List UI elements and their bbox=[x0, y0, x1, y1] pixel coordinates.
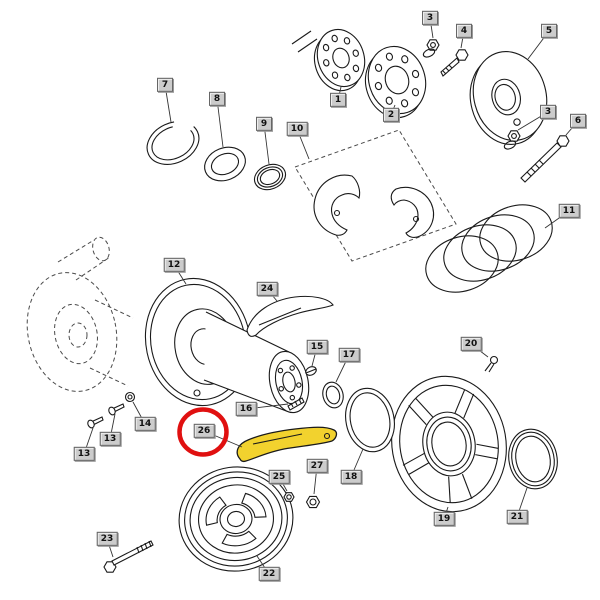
part-label-24[interactable]: 24 bbox=[256, 281, 278, 297]
part-label-9[interactable]: 9 bbox=[256, 116, 272, 132]
part-3-nut-lower bbox=[503, 130, 521, 150]
part-9-ring bbox=[253, 163, 287, 191]
part-1-flange-disc bbox=[313, 28, 366, 92]
part-20-clip bbox=[484, 355, 499, 373]
part-label-6[interactable]: 6 bbox=[570, 113, 586, 129]
part-label-15[interactable]: 15 bbox=[306, 339, 328, 355]
part-label-23[interactable]: 23 bbox=[96, 531, 118, 547]
part-7-snap-ring bbox=[146, 121, 200, 165]
part-label-18[interactable]: 18 bbox=[340, 469, 362, 485]
part-label-5[interactable]: 5 bbox=[541, 23, 557, 39]
part-label-22[interactable]: 22 bbox=[258, 566, 280, 582]
part-14-washer bbox=[124, 391, 136, 403]
part-label-13b[interactable]: 13 bbox=[99, 431, 121, 447]
part-13-screws bbox=[87, 403, 125, 429]
leader-line-8 bbox=[216, 98, 224, 148]
part-label-13a[interactable]: 13 bbox=[73, 446, 95, 462]
part-label-25[interactable]: 25 bbox=[268, 469, 290, 485]
part-22-pulley bbox=[178, 466, 294, 572]
part-12-sheave-hub bbox=[144, 277, 310, 414]
part-26-highlighted-lever bbox=[236, 426, 338, 463]
part-19-spoked-wheel bbox=[391, 375, 507, 513]
part-label-7[interactable]: 7 bbox=[157, 77, 173, 93]
part-10-cam-weight-kit bbox=[294, 129, 457, 262]
part-label-20[interactable]: 20 bbox=[460, 336, 482, 352]
part-26-shape bbox=[236, 426, 338, 463]
part-4-bolt bbox=[440, 49, 469, 77]
part-8-seal-ring bbox=[204, 146, 246, 182]
part-11-spring bbox=[425, 204, 553, 293]
part-label-21[interactable]: 21 bbox=[506, 509, 528, 525]
part-23-bolt bbox=[103, 540, 154, 573]
part-label-1[interactable]: 1 bbox=[330, 92, 346, 108]
part-label-19[interactable]: 19 bbox=[433, 511, 455, 527]
part-6-long-bolt bbox=[520, 135, 570, 183]
part-18-o-ring bbox=[345, 387, 395, 453]
part-label-17[interactable]: 17 bbox=[338, 347, 360, 363]
part-label-8[interactable]: 8 bbox=[209, 91, 225, 107]
part-15-key bbox=[305, 366, 317, 376]
part-2-drive-plate bbox=[364, 45, 427, 119]
part-21-seal-ring bbox=[508, 428, 558, 490]
part-label-26[interactable]: 26 bbox=[193, 423, 215, 439]
part-label-3a[interactable]: 3 bbox=[422, 10, 438, 26]
axis-marks bbox=[291, 30, 318, 53]
ghost-pulley-phantom bbox=[26, 236, 134, 392]
part-label-10[interactable]: 10 bbox=[286, 121, 308, 137]
part-24-cam-arm bbox=[246, 295, 334, 337]
part-17-small-ring bbox=[322, 381, 344, 409]
part-label-16[interactable]: 16 bbox=[235, 401, 257, 417]
part-27-nut bbox=[305, 495, 321, 509]
highlight-circle bbox=[177, 407, 229, 457]
part-label-14[interactable]: 14 bbox=[134, 416, 156, 432]
part-label-11[interactable]: 11 bbox=[558, 203, 580, 219]
part-label-12[interactable]: 12 bbox=[163, 257, 185, 273]
part-16-pin bbox=[287, 397, 305, 411]
part-5-sheave-disc bbox=[469, 50, 548, 145]
part-25-nut bbox=[283, 492, 295, 502]
part-label-27[interactable]: 27 bbox=[306, 458, 328, 474]
part-label-3b[interactable]: 3 bbox=[540, 104, 556, 120]
part-3-nut-upper bbox=[422, 39, 440, 58]
part-label-2[interactable]: 2 bbox=[383, 107, 399, 123]
part-label-4[interactable]: 4 bbox=[456, 23, 472, 39]
